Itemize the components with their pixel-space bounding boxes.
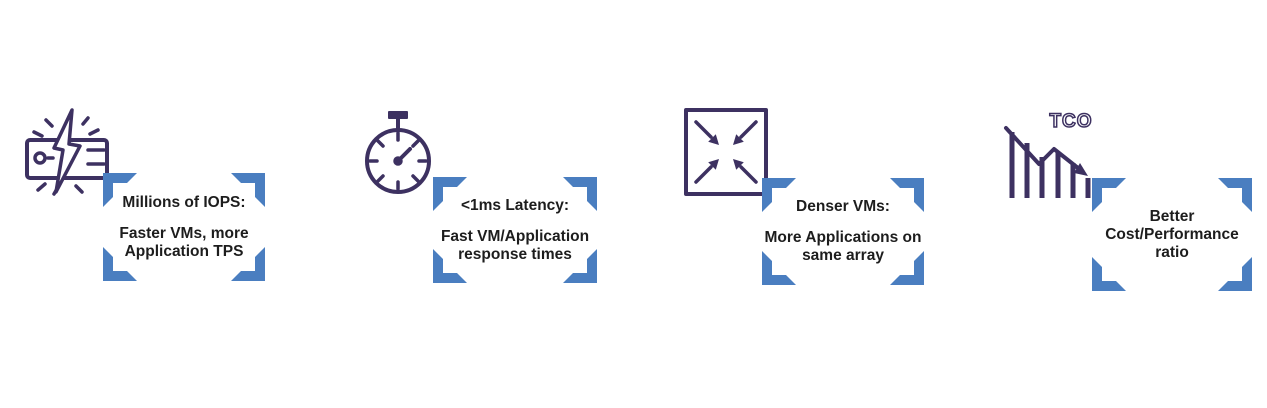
feature-text-iops: Millions of IOPS: Faster VMs, more Appli… — [103, 173, 265, 281]
bracket-corner-icon — [1218, 257, 1252, 291]
stopwatch-icon-svg — [365, 111, 431, 194]
feature-line: Application TPS — [124, 242, 244, 260]
feature-line: More Applications on — [764, 229, 922, 246]
bracket-corner-icon — [890, 178, 924, 212]
bracket-corner-icon — [103, 173, 137, 207]
feature-line: Fast VM/Application — [440, 227, 590, 245]
bracket-corner-icon — [1092, 178, 1126, 212]
bracket-corner-icon — [563, 249, 597, 283]
bracket-corner-icon — [103, 247, 137, 281]
feature-line: ratio — [1155, 243, 1189, 261]
bracket-corner-icon — [231, 247, 265, 281]
bracket-corner-icon — [563, 177, 597, 211]
bracket-corner-icon — [1218, 178, 1252, 212]
feature-text-latency: <1ms Latency: Fast VM/Application respon… — [433, 177, 597, 283]
feature-line: Faster VMs, more — [119, 224, 249, 242]
feature-text-cost-performance: Better Cost/Performance ratio — [1092, 178, 1252, 291]
converge-arrows-icon — [684, 108, 770, 198]
feature-text-density: Denser VMs: More Applications on same ar… — [762, 178, 924, 285]
flash-storage-icon — [20, 104, 116, 196]
bracket-corner-icon — [231, 173, 265, 207]
callout-frame-iops: Millions of IOPS: Faster VMs, more Appli… — [103, 173, 265, 281]
bracket-corner-icon — [890, 251, 924, 285]
bracket-corner-icon — [433, 249, 467, 283]
feature-title: Denser VMs: — [796, 198, 890, 215]
callout-frame-cost-performance: Better Cost/Performance ratio — [1092, 178, 1252, 291]
tco-decline-chart-icon-svg: TCO — [1004, 110, 1092, 198]
feature-line: Cost/Performance — [1105, 225, 1239, 243]
stopwatch-icon — [364, 109, 432, 197]
callout-frame-latency: <1ms Latency: Fast VM/Application respon… — [433, 177, 597, 283]
bracket-corner-icon — [762, 178, 796, 212]
bracket-corner-icon — [762, 251, 796, 285]
feature-title: <1ms Latency: — [460, 196, 570, 214]
flash-storage-icon-svg — [25, 108, 109, 196]
callout-frame-density: Denser VMs: More Applications on same ar… — [762, 178, 924, 285]
tco-decline-chart-icon: TCO — [1002, 104, 1099, 202]
feature-title: Better — [1149, 207, 1195, 225]
feature-line: response times — [458, 245, 572, 263]
bracket-corner-icon — [1092, 257, 1126, 291]
converge-arrows-icon-svg — [684, 108, 768, 196]
feature-title: Millions of IOPS: — [122, 193, 246, 211]
tco-label: TCO — [1049, 111, 1092, 132]
bracket-corner-icon — [433, 177, 467, 211]
feature-line: same array — [802, 247, 884, 264]
